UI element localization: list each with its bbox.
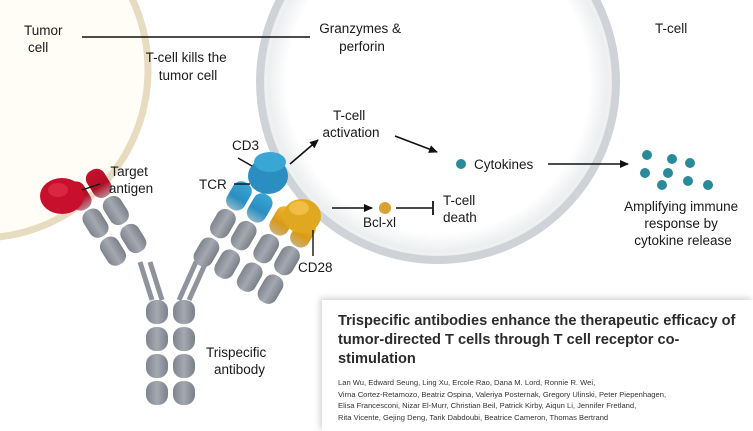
bclxl-label: Bcl-xl [363, 215, 396, 230]
antibody-right-arm [193, 181, 316, 304]
cytokines-label: Cytokines [474, 157, 534, 172]
death-label: T-cell death [443, 193, 479, 225]
tcr-cd3-complex [248, 152, 288, 194]
trispecific-antibody [65, 168, 316, 405]
tumor-cell-label: Tumor cell [24, 23, 66, 55]
cd28-receptor [283, 199, 321, 233]
tumor-cell-membrane [0, 0, 152, 241]
trispecific-label: Trispecific antibody [206, 345, 270, 377]
author-line: Lan Wu, Edward Seung, Ling Xu, Ercole Ra… [338, 378, 596, 387]
bclxl-dot [379, 202, 391, 214]
cytokine-dot [456, 159, 466, 169]
antibody-hinge [137, 260, 209, 302]
author-line: Virna Cortez-Retamozo, Beatriz Ospina, V… [338, 389, 667, 399]
cd3-label: CD3 [232, 138, 259, 153]
activation-label: T-cell activation [322, 108, 379, 140]
antibody-stem [146, 300, 195, 405]
author-line: Elisa Francesconi, Nizar El-Murr, Christ… [338, 401, 637, 410]
target-antigen-pointer [81, 183, 101, 191]
cytokine-cluster [640, 150, 713, 190]
author-line: Rita Vicente, Gejing Deng, Tarik Dabdoub… [338, 412, 609, 422]
paper-excerpt: Trispecific antibodies enhance the thera… [322, 300, 753, 431]
paper-title: Trispecific antibodies enhance the thera… [338, 313, 736, 367]
amplifying-label: Amplifying immune response by cytokine r… [624, 199, 742, 248]
granzymes-label: Granzymes & perforin [319, 21, 405, 54]
tcr-label: TCR [199, 177, 227, 192]
cd3-pointer [237, 157, 253, 167]
cytokine-arrow [394, 135, 438, 153]
t-cell-membrane [256, 0, 620, 264]
t-cell-label: T-cell [655, 21, 687, 36]
activation-arrow [289, 139, 319, 165]
kills-label: T-cell kills the tumor cell [146, 50, 231, 83]
target-antigen-label: Target antigen [109, 164, 153, 196]
cd28-label: CD28 [298, 260, 333, 275]
target-antigen [40, 178, 84, 214]
